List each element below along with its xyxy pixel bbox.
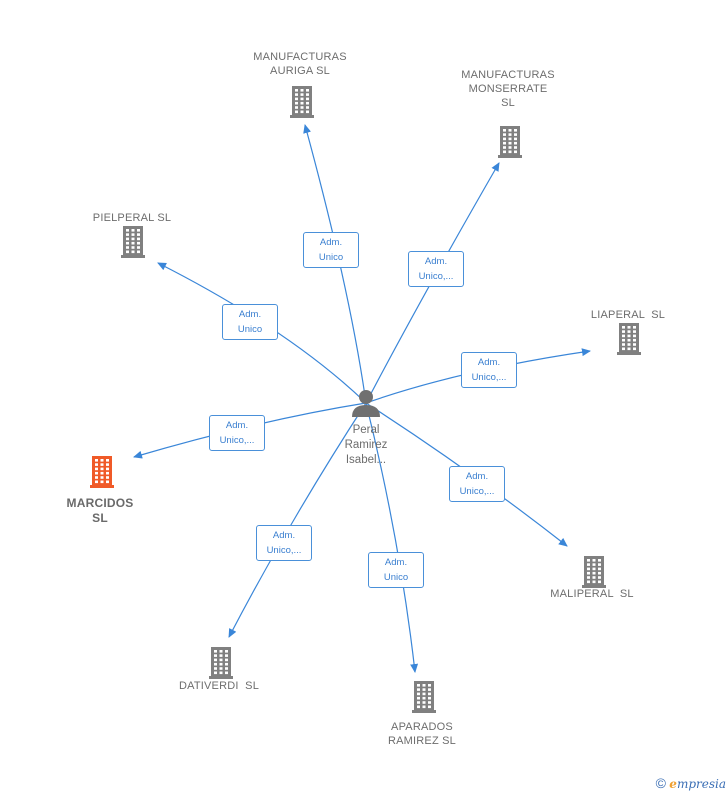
company-monserrate-building-icon[interactable] [498, 126, 522, 158]
copyright-footer: © empresia [656, 775, 726, 791]
company-dativerdi-building-icon[interactable] [209, 647, 233, 679]
person-icon[interactable] [352, 390, 380, 417]
company-pielperal-name[interactable]: PIELPERAL SL [92, 212, 172, 224]
company-aparados-name[interactable]: APARADOS RAMIREZ SL [387, 721, 456, 747]
company-monserrate-name[interactable]: MANUFACTURAS MONSERRATE SL [461, 69, 555, 109]
person-name[interactable]: Peral Ramirez Isabel... [344, 424, 388, 466]
company-auriga-name[interactable]: MANUFACTURAS AURIGA SL [253, 51, 347, 77]
company-maliperal-name[interactable]: MALIPERAL SL [550, 588, 634, 600]
company-maliperal-building-icon[interactable] [582, 556, 606, 588]
company-aparados-building-icon[interactable] [412, 681, 436, 713]
company-marcidos-name[interactable]: MARCIDOS SL [66, 496, 134, 525]
edge-dativerdi [228, 402, 367, 638]
edge-auriga [303, 124, 367, 404]
edge-label-liaperal[interactable]: Adm. Unico,... [461, 352, 517, 388]
edge-aparados [365, 402, 419, 673]
empresia-logo[interactable]: empresia [669, 777, 726, 791]
edge-label-pielperal[interactable]: Adm. Unico [222, 304, 278, 340]
copyright-symbol: © [655, 775, 666, 791]
edge-label-auriga[interactable]: Adm. Unico [303, 232, 359, 268]
edge-label-maliperal[interactable]: Adm. Unico,... [449, 466, 505, 502]
company-auriga-building-icon[interactable] [290, 86, 314, 118]
company-liaperal-building-icon[interactable] [617, 323, 641, 355]
edge-label-marcidos[interactable]: Adm. Unico,... [209, 415, 265, 451]
edge-label-aparados[interactable]: Adm. Unico [368, 552, 424, 588]
company-pielperal-building-icon[interactable] [121, 226, 145, 258]
company-liaperal-name[interactable]: LIAPERAL SL [590, 309, 666, 321]
company-marcidos-building-icon[interactable] [90, 456, 114, 488]
edge-label-dativerdi[interactable]: Adm. Unico,... [256, 525, 312, 561]
company-dativerdi-name[interactable]: DATIVERDI SL [178, 680, 260, 692]
edge-label-monserrate[interactable]: Adm. Unico,... [408, 251, 464, 287]
edge-monserrate [365, 162, 500, 404]
